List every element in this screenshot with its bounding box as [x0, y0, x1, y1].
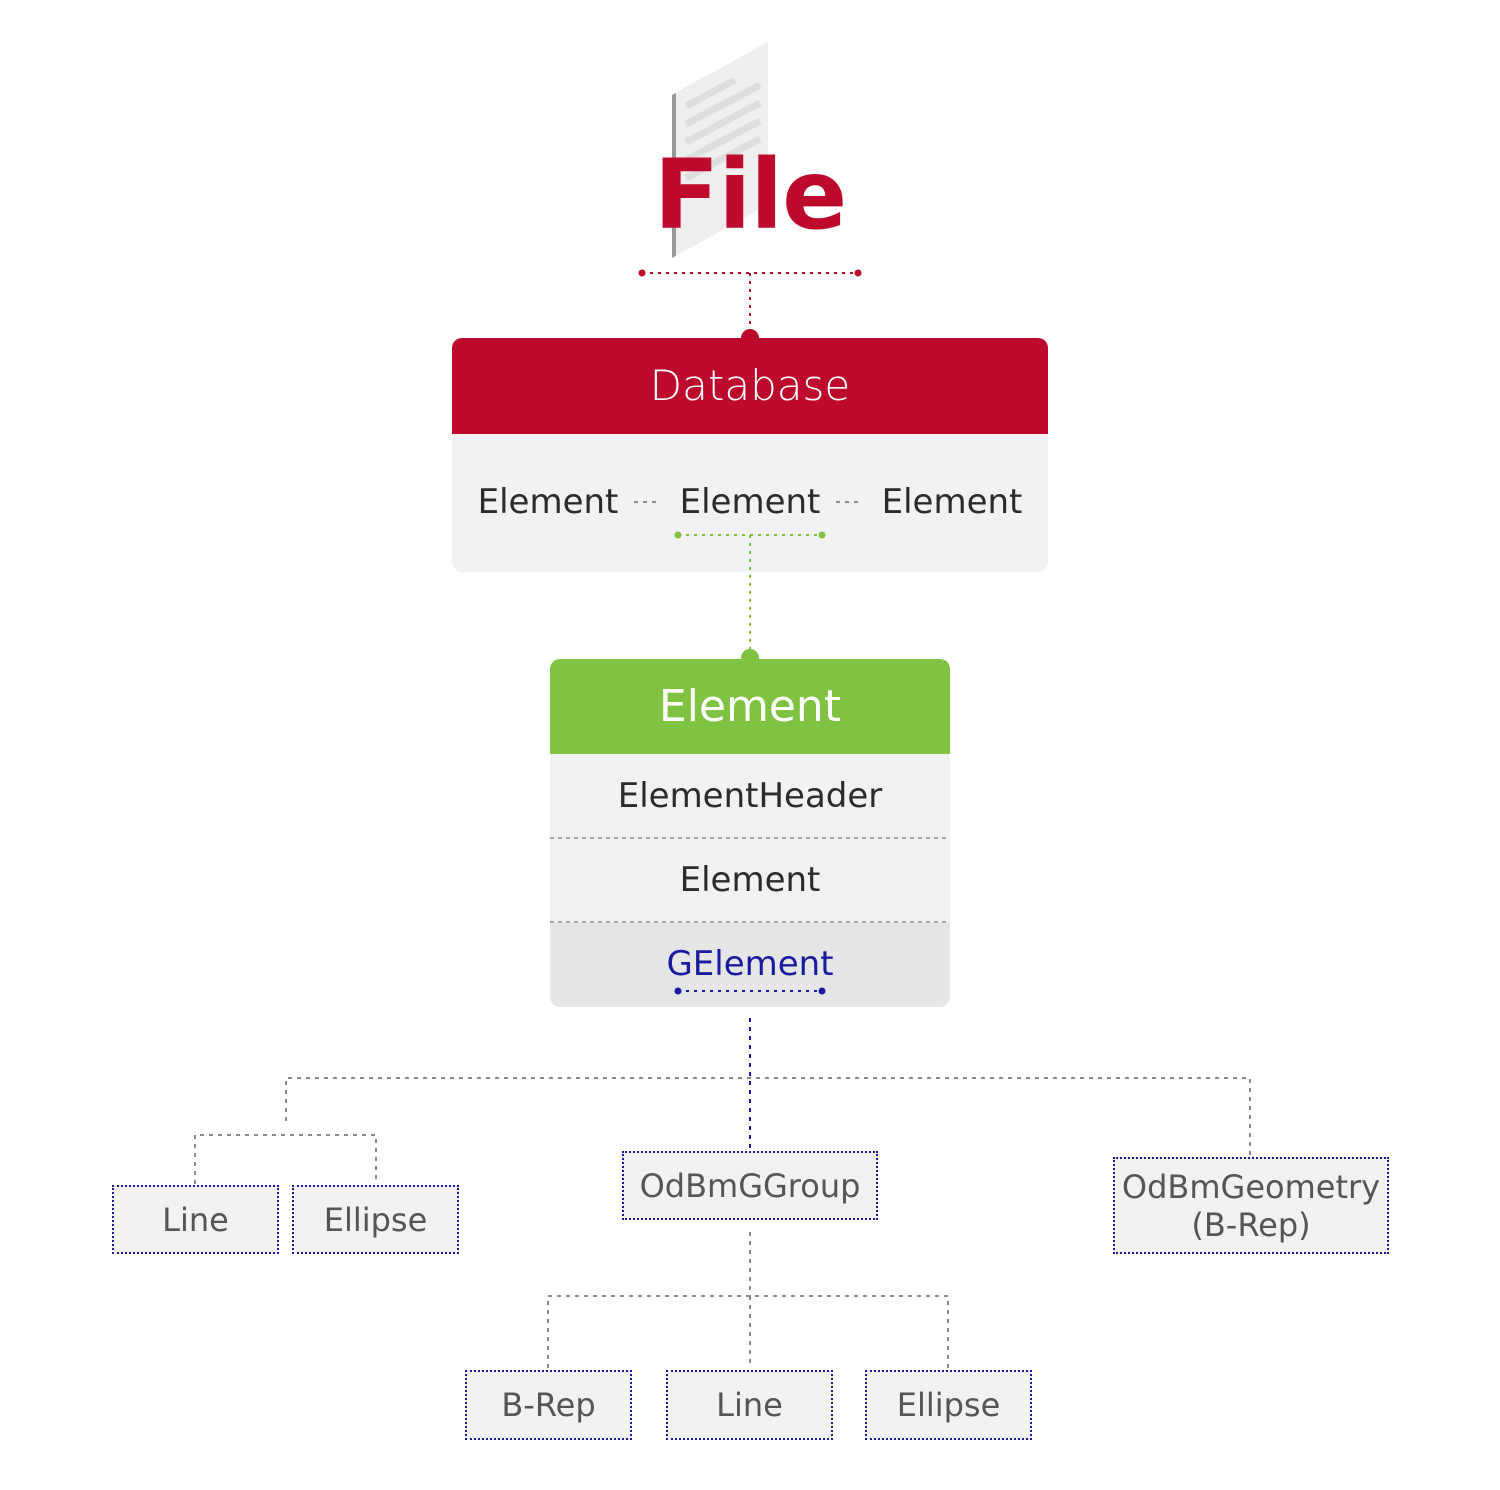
database-element-3[interactable]: Element [881, 482, 1023, 522]
file-document-icon [672, 42, 768, 258]
database-card[interactable]: Database Element Element Element [452, 338, 1048, 572]
database-header: Database [452, 338, 1048, 434]
file-title: File [653, 139, 848, 251]
database-element-1[interactable]: Element [477, 482, 619, 522]
element-header-row[interactable]: ElementHeader [617, 776, 883, 816]
database-to-element-connector [674, 531, 826, 667]
odbmgeometry-node[interactable]: OdBmGeometry (B-Rep) [1113, 1157, 1389, 1254]
element-row[interactable]: Element [679, 860, 821, 900]
element-card-dividers [550, 837, 950, 923]
group-ellipse-node[interactable]: Ellipse [865, 1370, 1032, 1440]
line-node[interactable]: Line [112, 1185, 279, 1254]
gelement-underline [674, 987, 826, 995]
gelement-row[interactable]: GElement [550, 922, 950, 1007]
odbmgeometry-label: OdBmGeometry [1121, 1167, 1381, 1206]
odbmgeometry-sublabel: (B-Rep) [1191, 1205, 1311, 1244]
brep-node[interactable]: B-Rep [465, 1370, 632, 1440]
geometry-tree-connectors [194, 1018, 1251, 1368]
group-line-node[interactable]: Line [666, 1370, 833, 1440]
element-card-header: Element [550, 659, 950, 754]
ellipse-node[interactable]: Ellipse [292, 1185, 459, 1254]
database-element-2[interactable]: Element [679, 482, 821, 522]
element-card[interactable]: Element ElementHeader Element GElement [550, 659, 950, 1007]
odbmggroup-node[interactable]: OdBmGGroup [622, 1151, 878, 1220]
